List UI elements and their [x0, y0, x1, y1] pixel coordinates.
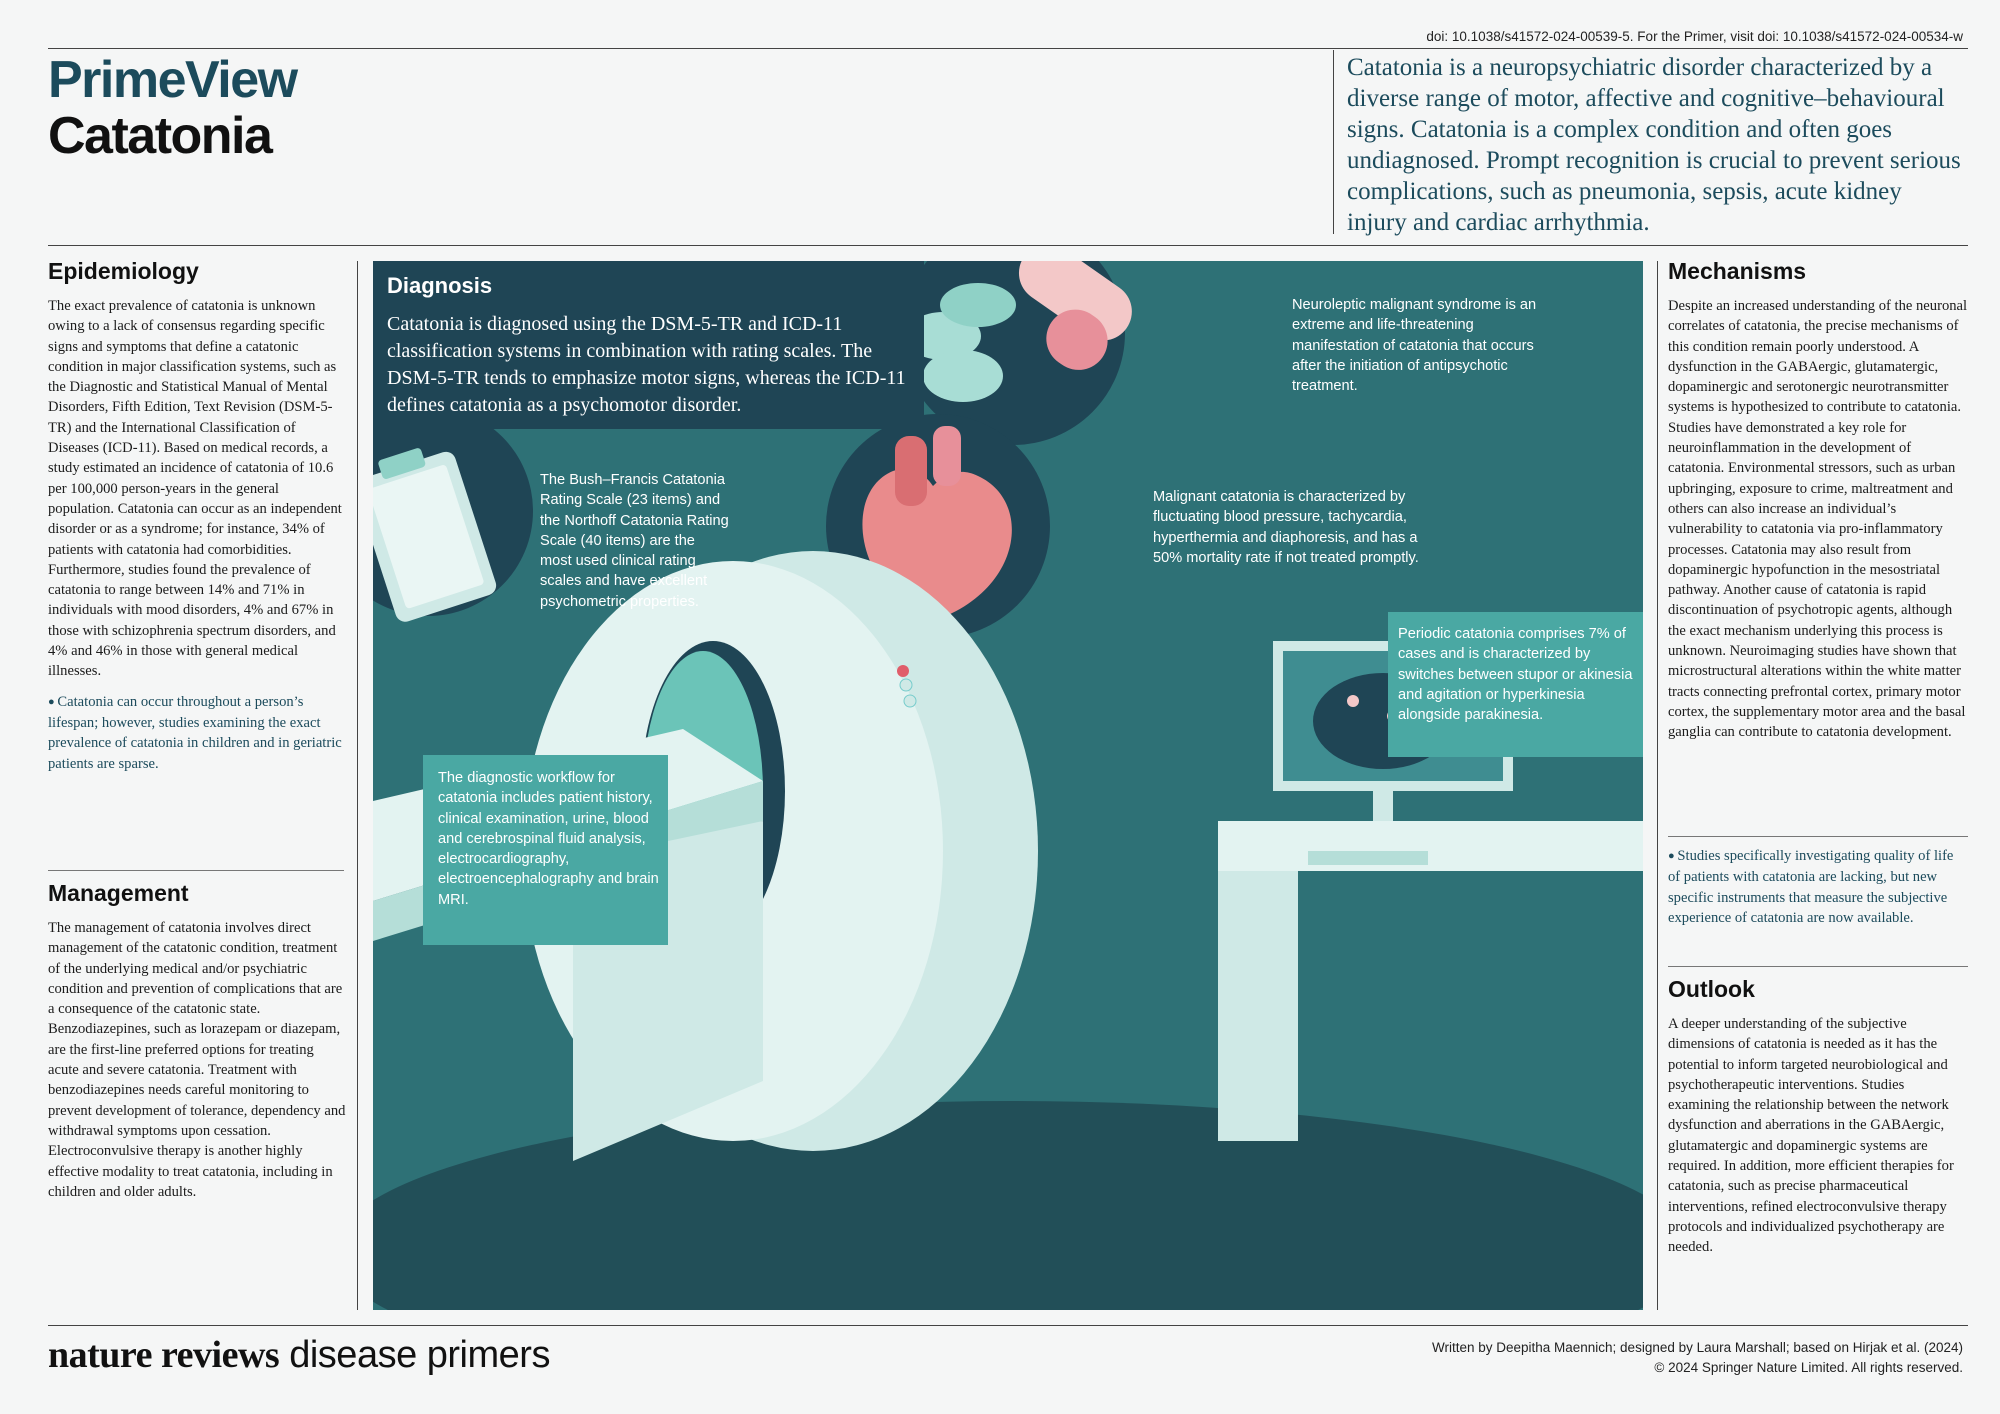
left-column-divider	[357, 261, 358, 1310]
series-title: PrimeView	[48, 51, 298, 109]
mechanisms-heading: Mechanisms	[1668, 258, 1807, 284]
diagnosis-body: Catatonia is diagnosed using the DSM-5-T…	[387, 313, 906, 416]
workflow-caption: The diagnostic workflow for catatonia in…	[438, 770, 659, 908]
top-rule	[48, 48, 1968, 49]
header-rule	[48, 245, 1968, 246]
diagnosis-box: Diagnosis Catatonia is diagnosed using t…	[373, 261, 924, 429]
journal-logo: nature reviews disease primers	[48, 1333, 550, 1377]
intro-text: Catatonia is a neuropsychiatric disorder…	[1347, 54, 1961, 236]
right-section-rule-1	[1668, 836, 1968, 837]
rating-scales-caption: The Bush–Francis Catatonia Rating Scale …	[540, 472, 729, 610]
management-body: The management of catatonia involves dir…	[48, 920, 346, 1200]
intro-divider	[1333, 50, 1334, 234]
management-section: Management The management of catatonia i…	[48, 880, 348, 1202]
clipboard-icon	[373, 406, 533, 622]
periodic-catatonia-caption: Periodic catatonia comprises 7% of cases…	[1398, 626, 1633, 724]
epidemiology-highlight: Catatonia can occur throughout a person’…	[48, 692, 348, 774]
footer-rule	[48, 1325, 1968, 1326]
outlook-section: Outlook A deeper understanding of the su…	[1668, 976, 1968, 1258]
doi-line: doi: 10.1038/s41572-024-00539-5. For the…	[1426, 29, 1963, 44]
logo-bold: nature reviews	[48, 1334, 280, 1376]
page-title: Catatonia	[48, 107, 273, 165]
right-section-rule-2	[1668, 966, 1968, 967]
mechanisms-highlight: Studies specifically investigating quali…	[1668, 846, 1968, 928]
pills-icon	[901, 261, 1132, 445]
logo-light: disease primers	[279, 1334, 550, 1376]
credit-line-2: © 2024 Springer Nature Limited. All righ…	[1654, 1360, 1963, 1375]
management-heading: Management	[48, 880, 189, 906]
epidemiology-heading: Epidemiology	[48, 258, 199, 284]
left-section-rule	[48, 870, 344, 871]
outlook-body: A deeper understanding of the subjective…	[1668, 1016, 1954, 1256]
nms-caption: Neuroleptic malignant syndrome is an ext…	[1292, 297, 1537, 395]
epidemiology-body: The exact prevalence of catatonia is unk…	[48, 298, 342, 680]
diagnosis-heading: Diagnosis	[387, 273, 493, 298]
credits: Written by Deepitha Maennich; designed b…	[1432, 1338, 1963, 1378]
right-column-divider	[1657, 261, 1658, 1310]
mechanisms-section: Mechanisms Despite an increased understa…	[1668, 258, 1968, 743]
outlook-heading: Outlook	[1668, 976, 1755, 1002]
periodic-catatonia-box	[1388, 612, 1643, 757]
workflow-box	[423, 755, 668, 945]
credit-line-1: Written by Deepitha Maennich; designed b…	[1431, 1340, 1963, 1355]
mechanisms-body: Despite an increased understanding of th…	[1668, 298, 1968, 741]
mechanisms-highlight-block: Studies specifically investigating quali…	[1668, 846, 1968, 928]
malignant-catatonia-caption: Malignant catatonia is characterized by …	[1153, 489, 1419, 566]
epidemiology-section: Epidemiology The exact prevalence of cat…	[48, 258, 348, 774]
